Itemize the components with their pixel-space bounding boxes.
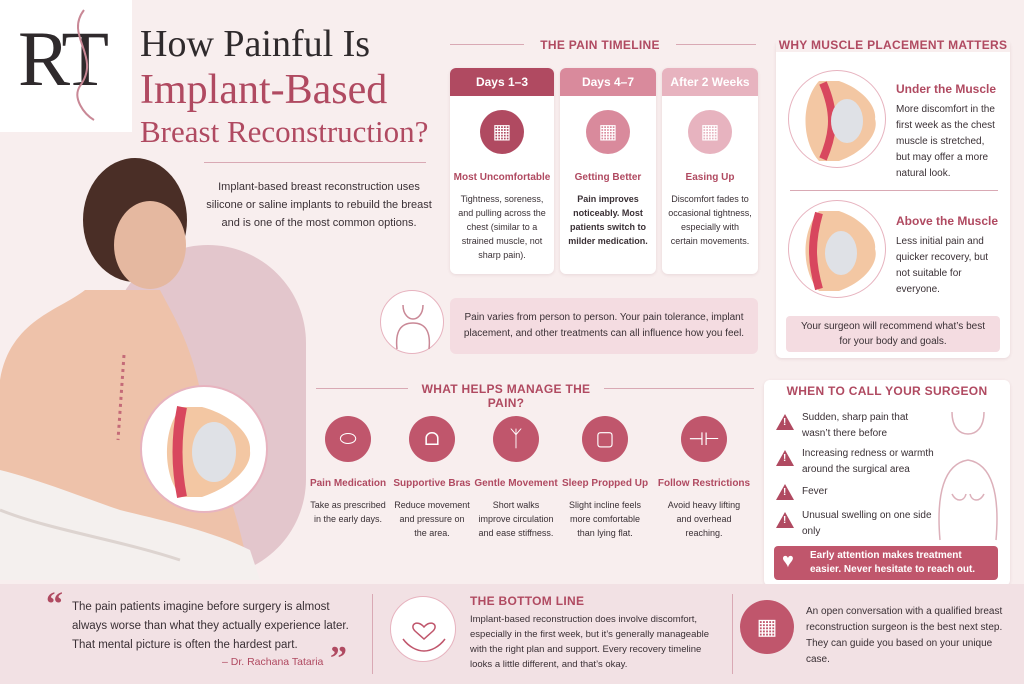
intro-text: Implant-based breast reconstruction uses… xyxy=(206,181,432,229)
timeline-note-text: Pain varies from person to person. Your … xyxy=(463,312,745,339)
above-muscle-text: Less initial pain and quicker recovery, … xyxy=(896,236,989,295)
bottom-divider xyxy=(372,594,373,674)
hands-heart-icon xyxy=(390,596,456,662)
call-banner-text: Early attention makes treatment easier. … xyxy=(810,550,976,575)
manage-item-text: Short walks improve circulation and ease… xyxy=(478,500,554,538)
placement-note: Your surgeon will recommend what’s best … xyxy=(786,316,1000,352)
timeline-card-heading: Easing Up xyxy=(685,172,735,183)
close-quote-icon: ” xyxy=(330,640,347,677)
timeline-rule-left xyxy=(450,44,524,45)
warning-icon: ! xyxy=(776,414,794,430)
title-line3: Breast Reconstruction? xyxy=(140,114,429,149)
timeline-card-heading: Most Uncomfortable xyxy=(453,172,551,183)
warning-icon: ! xyxy=(776,450,794,466)
timeline-card-header: Days 1–3 xyxy=(450,68,554,96)
manage-item-text: Avoid heavy lifting and overhead reachin… xyxy=(667,500,741,538)
pill-icon: ⬭ xyxy=(325,416,371,462)
placement-title: WHY MUSCLE PLACEMENT MATTERS xyxy=(776,38,1010,52)
manage-item-text: Reduce movement and pressure on the area… xyxy=(394,500,470,538)
timeline-title: THE PAIN TIMELINE xyxy=(540,38,660,52)
under-muscle-heading: Under the Muscle xyxy=(896,82,997,96)
timeline-card-2: Days 4–7 ▦ Getting Better Pain improves … xyxy=(560,68,656,274)
timeline-card-text: Discomfort fades to occasional tightness… xyxy=(668,194,752,246)
title-divider xyxy=(204,162,426,163)
timeline-card-text: Tightness, soreness, and pulling across … xyxy=(458,194,546,260)
manage-title: WHAT HELPS MANAGE THE PAIN? xyxy=(421,382,591,410)
call-banner: ♥ Early attention makes treatment easier… xyxy=(774,546,998,580)
call-item: Sudden, sharp pain that wasn’t there bef… xyxy=(802,412,909,439)
timeline-card-header: After 2 Weeks xyxy=(662,68,758,96)
timeline-card-text: Pain improves noticeably. Most patients … xyxy=(568,194,648,246)
warning-icon: ! xyxy=(776,484,794,500)
bra-icon: ᗝ xyxy=(409,416,455,462)
placement-divider xyxy=(790,190,998,191)
logo-swirl-icon xyxy=(76,9,95,121)
call-item: Fever xyxy=(802,486,828,497)
manage-item-text: Take as prescribed in the early days. xyxy=(310,500,386,524)
timeline-note: Pain varies from person to person. Your … xyxy=(450,298,758,354)
cta-text: An open conversation with a qualified br… xyxy=(806,606,1003,665)
woman-portrait-image xyxy=(0,158,260,580)
implant-diagram-icon xyxy=(167,406,251,498)
timeline-card-header: Days 4–7 xyxy=(560,68,656,96)
placement-note-text: Your surgeon will recommend what’s best … xyxy=(801,321,985,347)
timeline-card-3: After 2 Weeks ▦ Easing Up Discomfort fad… xyxy=(662,68,758,274)
body-outline-icon xyxy=(380,290,444,354)
heart-icon: ♥ xyxy=(782,550,794,572)
open-quote-icon: “ xyxy=(46,586,63,623)
torso-outline-icon xyxy=(938,411,998,541)
call-item: Unusual swelling on one side only xyxy=(802,510,932,537)
timeline-card-heading: Getting Better xyxy=(574,172,642,183)
manage-rule-left xyxy=(316,388,408,389)
call-title: WHEN TO CALL YOUR SURGEON xyxy=(786,384,988,398)
manage-item-heading: Sleep Propped Up xyxy=(561,478,649,489)
calendar-icon: ▦ xyxy=(688,110,732,154)
quote-text: The pain patients imagine before surgery… xyxy=(72,601,349,651)
pillow-icon: ▢ xyxy=(582,416,628,462)
manage-item-heading: Pain Medication xyxy=(309,478,387,489)
manage-rule-right xyxy=(604,388,754,389)
bottom-title: THE BOTTOM LINE xyxy=(470,594,585,608)
implant-cross-section xyxy=(140,385,268,513)
manage-item-heading: Supportive Bras xyxy=(393,478,471,489)
title-line2: Implant-Based xyxy=(140,67,388,113)
logo: RT xyxy=(0,0,132,132)
quote-author: – Dr. Rachana Tataria xyxy=(222,656,324,668)
above-muscle-diagram-icon xyxy=(788,200,886,298)
title-line1: How Painful Is xyxy=(140,23,371,65)
manage-item-text: Slight incline feels more comfortable th… xyxy=(568,500,642,538)
logo-letters: RT xyxy=(18,15,109,102)
manage-item-heading: Gentle Movement xyxy=(474,478,558,489)
calendar-clock-icon: ▦ xyxy=(740,600,794,654)
timeline-rule-right xyxy=(676,44,756,45)
above-muscle-heading: Above the Muscle xyxy=(896,214,999,228)
manage-item-heading: Follow Restrictions xyxy=(657,478,751,489)
bottom-strip xyxy=(0,584,1024,684)
dumbbell-icon: ⊣⊢ xyxy=(681,416,727,462)
under-muscle-diagram-icon xyxy=(788,70,886,168)
calendar-icon: ▦ xyxy=(480,110,524,154)
bottom-divider-2 xyxy=(732,594,733,674)
calendar-icon: ▦ xyxy=(586,110,630,154)
timeline-card-1: Days 1–3 ▦ Most Uncomfortable Tightness,… xyxy=(450,68,554,274)
call-item: Increasing redness or warmth around the … xyxy=(802,448,934,475)
under-muscle-text: More discomfort in the first week as the… xyxy=(896,104,995,179)
warning-icon: ! xyxy=(776,512,794,528)
bottom-text: Implant-based reconstruction does involv… xyxy=(470,614,710,670)
walking-icon: ᛉ xyxy=(493,416,539,462)
